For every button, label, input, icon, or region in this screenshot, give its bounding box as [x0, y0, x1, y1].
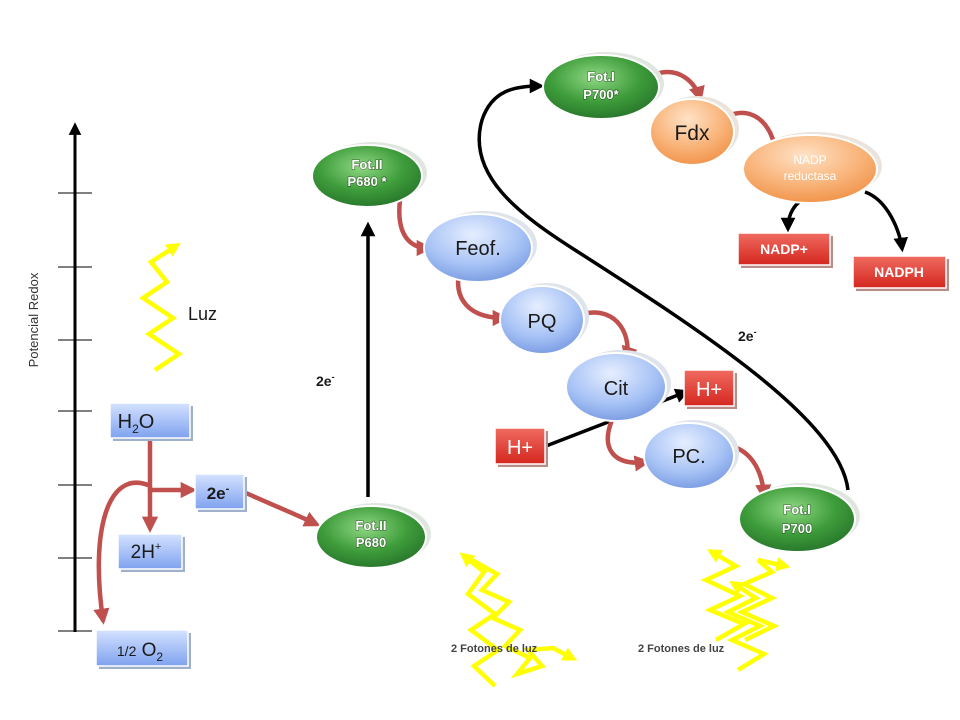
- psii-label-2: P680: [356, 535, 386, 550]
- redox-axis: Potencial Redox: [26, 122, 92, 632]
- light-zigzag-psi-1: [700, 549, 750, 642]
- o2-label: 1/2 O2: [117, 640, 164, 664]
- psii-excited-label-2: P680 *: [347, 174, 387, 189]
- 2e-label: 2e-: [207, 483, 230, 503]
- psi-excited-label-1: Fot.I: [587, 69, 614, 84]
- nadph-label: NADPH: [874, 264, 924, 280]
- light-zigzag-psii-1: [459, 552, 502, 688]
- photons-label-1: 2 Fotones de luz: [451, 643, 538, 655]
- nadph-box: NADPH: [852, 255, 949, 291]
- proton-left-label: H+: [507, 437, 533, 459]
- psi-p700-excited-node: Fot.I P700*: [542, 52, 664, 120]
- feof-node: Feof.: [423, 211, 537, 283]
- fdx-label: Fdx: [674, 122, 710, 145]
- psi-label-2: P700: [782, 521, 812, 536]
- proton-left-box: H+: [494, 427, 548, 467]
- nadp-plus-label: NADP+: [760, 241, 808, 257]
- electron-label-right: 2e-: [738, 327, 757, 344]
- proton-right-label: H+: [696, 379, 722, 401]
- nadp-reductase-label-2: reductasa: [784, 169, 837, 183]
- fdx-node: Fdx: [649, 96, 739, 166]
- psi-excitation-arrow: [477, 78, 850, 491]
- light-zigzag-psii-2: [470, 558, 578, 679]
- 2h-label: 2H+: [131, 541, 162, 563]
- photons-label-2: 2 Fotones de luz: [638, 643, 725, 655]
- light-zigzag-psi-2: [722, 580, 769, 672]
- feof-label: Feof.: [455, 238, 501, 260]
- psii-p680-node: Fot.II P680: [315, 503, 431, 569]
- light-zigzag-water: [138, 242, 184, 372]
- electron-label-left: 2e-: [316, 372, 335, 389]
- light-zigzag-psi-3: [736, 557, 791, 643]
- nadp-right-arrow: [864, 190, 909, 253]
- pc-node: PC.: [643, 420, 739, 490]
- light-zigzags: [138, 242, 791, 688]
- nadp-reductase-node: NADP reductasa: [742, 132, 882, 204]
- luz-label: Luz: [188, 304, 217, 324]
- 2h-box: 2H+: [117, 533, 185, 572]
- water-to-o2-arrow: [93, 480, 151, 625]
- psi-label-1: Fot.I: [783, 502, 810, 517]
- 2e-box: 2e-: [194, 473, 247, 512]
- o2-box: 1/2 O2: [95, 629, 191, 669]
- pq-label: PQ: [528, 311, 557, 333]
- proton-right-box: H+: [683, 369, 737, 409]
- cit-label: Cit: [604, 378, 629, 400]
- psi-to-fdx-arrow: [653, 69, 705, 103]
- psii-label-1: Fot.II: [355, 518, 386, 533]
- psii-excited-label-1: Fot.II: [351, 157, 382, 172]
- nadp-plus-box: NADP+: [737, 232, 833, 268]
- psii-to-feof-arrow: [397, 197, 433, 257]
- psii-p680-excited-node: Fot.II P680 *: [311, 142, 427, 208]
- axis-label: Potencial Redox: [26, 272, 41, 367]
- cit-to-pc-arrow: [605, 417, 651, 472]
- h2o-label: H2O: [118, 411, 155, 436]
- h2o-box: H2O: [109, 402, 193, 441]
- red-arrows: [93, 69, 785, 625]
- cit-node: Cit: [565, 350, 671, 422]
- psi-p700-node: Fot.I P700: [738, 483, 860, 553]
- psi-excited-label-2: P700*: [583, 87, 619, 102]
- nadp-reductase-label-1: NADP: [793, 153, 826, 167]
- pc-label: PC.: [672, 446, 705, 468]
- e-to-psii-arrow: [243, 490, 321, 527]
- pq-node: PQ: [499, 283, 589, 355]
